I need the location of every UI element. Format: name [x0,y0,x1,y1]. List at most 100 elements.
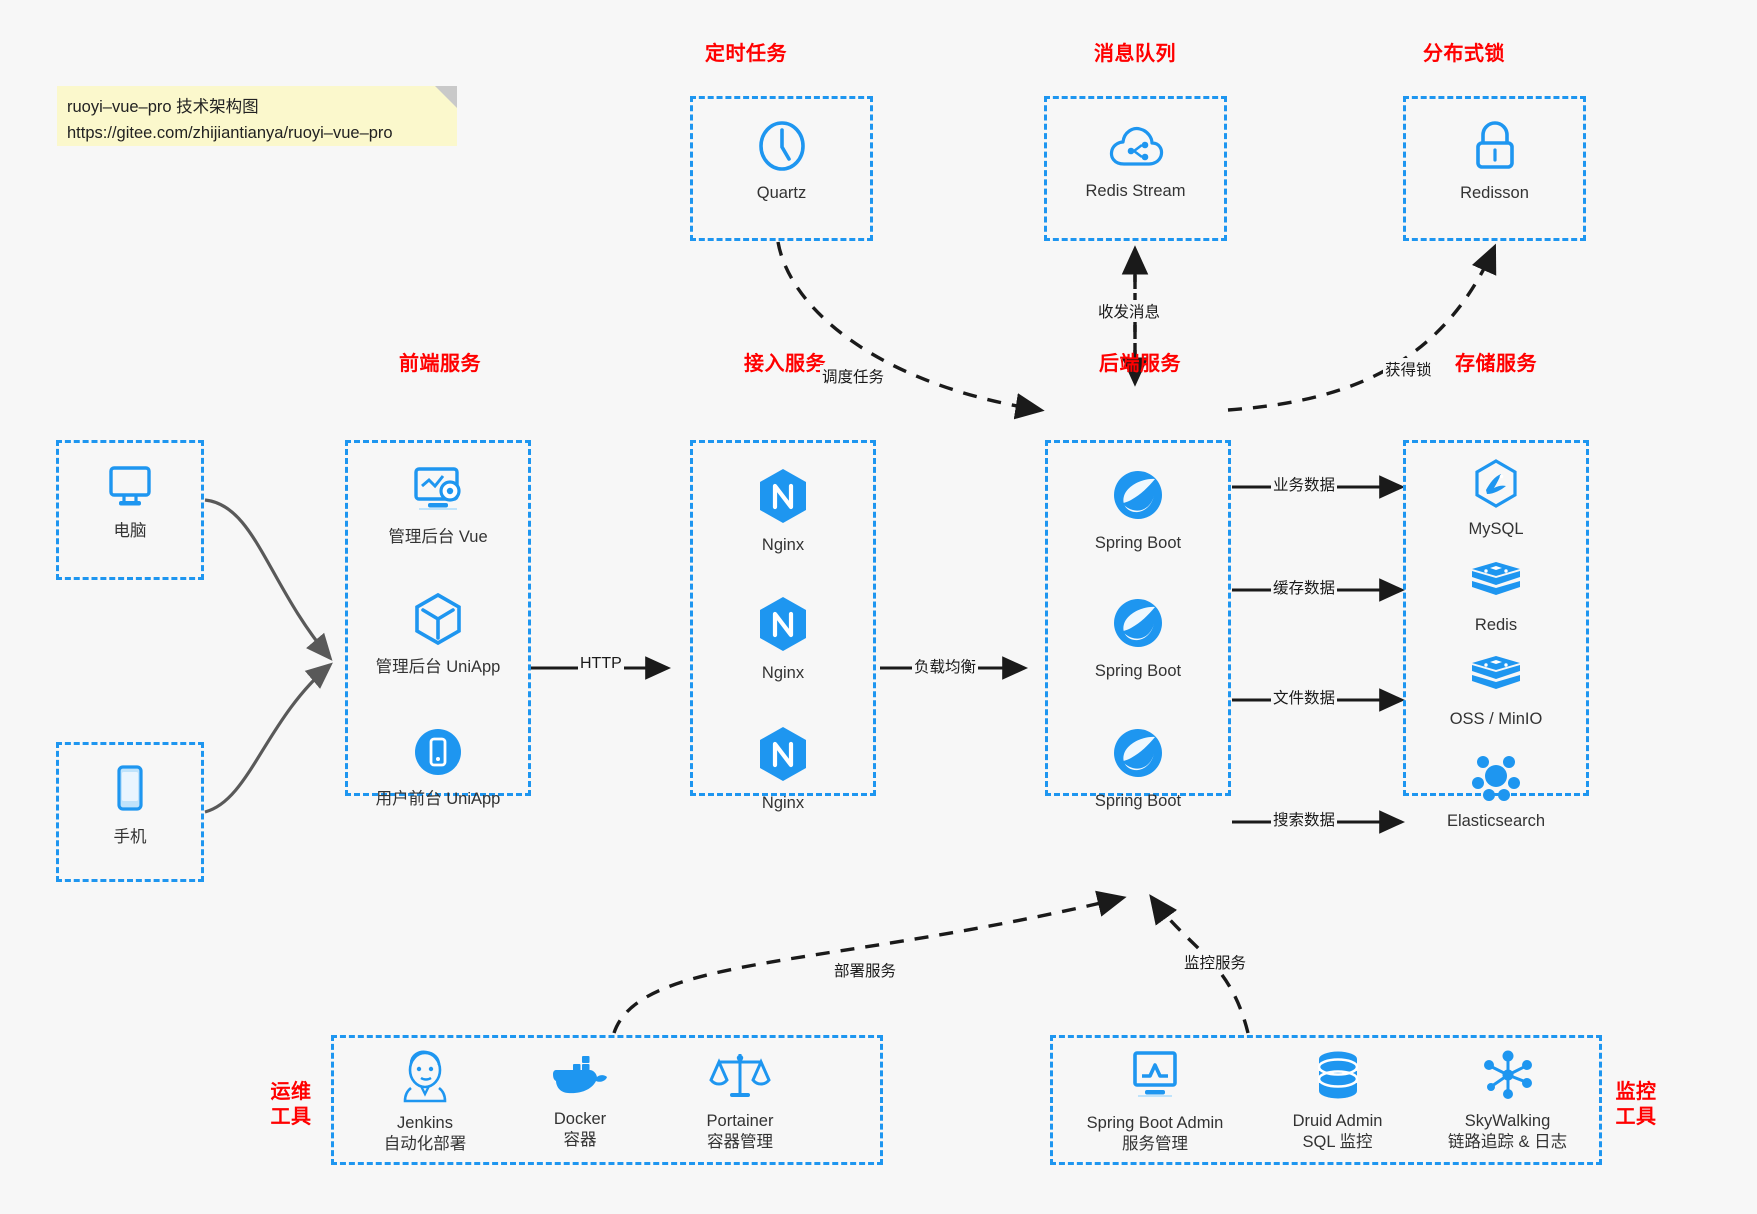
clock-icon [754,118,810,179]
node-label: Redis Stream [1085,182,1186,200]
group-box-client-mobile [56,742,204,882]
network-nodes-icon [1479,1048,1537,1107]
node-elasticsearch[interactable]: Elasticsearch [1403,752,1589,832]
edge-label-monitor-service: 监控服务 [1182,951,1249,973]
node-label: Quartz [756,184,807,202]
node-springboot-1[interactable]: Spring Boot [1045,466,1231,554]
node-label: Spring Boot [1094,534,1182,552]
cloud-stream-icon [1107,122,1165,177]
node-label: 手机 [113,828,147,846]
node-label: Redisson [1460,184,1529,202]
node-nginx-3[interactable]: Nginx [690,724,876,814]
spring-icon [1109,594,1167,657]
group-title-frontend: 前端服务 [399,353,481,375]
node-quartz[interactable]: Quartz [690,118,873,204]
database-icon [1311,1048,1365,1107]
architecture-note: ruoyi–vue–pro 技术架构图 https://gitee.com/zh… [57,86,457,146]
mobile-icon [106,762,154,823]
node-mobile[interactable]: 手机 [56,762,204,848]
dashboard-icon [407,462,469,523]
nginx-icon [755,594,811,659]
node-user-uniapp[interactable]: 用户前台 UniApp [345,724,531,810]
node-label: OSS / MinIO [1449,710,1543,728]
node-springboot-2[interactable]: Spring Boot [1045,594,1231,682]
lock-icon [1468,118,1522,179]
node-nginx-2[interactable]: Nginx [690,594,876,684]
node-label: Jenkins 自动化部署 [383,1114,467,1154]
node-label: Nginx [761,536,805,554]
edge-label-message: 收发消息 [1096,300,1163,322]
node-label: 用户前台 UniApp [375,790,501,808]
node-admin-uniapp[interactable]: 管理后台 UniApp [345,590,531,678]
node-label: Spring Boot Admin 服务管理 [1086,1114,1224,1154]
group-box-storage [1403,440,1589,796]
group-box-scheduler [690,96,873,241]
group-title-storage: 存储服务 [1455,353,1537,375]
node-redisson[interactable]: Redisson [1403,118,1586,204]
edge-label-schedule-task: 调度任务 [820,365,887,387]
node-label: Nginx [761,664,805,682]
node-label: Elasticsearch [1446,812,1546,830]
group-title-mq: 消息队列 [1094,43,1176,65]
node-label: Portainer 容器管理 [706,1112,774,1152]
group-box-backend [1045,440,1231,796]
scales-icon [709,1048,771,1107]
group-title-gateway: 接入服务 [744,353,826,375]
node-skywalking[interactable]: SkyWalking 链路追踪 & 日志 [1420,1048,1595,1154]
oss-icon [1468,652,1524,705]
group-box-gateway [690,440,876,796]
node-label: Druid Admin SQL 监控 [1292,1112,1383,1152]
jenkins-icon [395,1048,455,1109]
edge-label-acquire-lock: 获得锁 [1383,358,1434,380]
node-label: Spring Boot [1094,662,1182,680]
edge-label-http: HTTP [578,655,624,673]
node-label: 管理后台 UniApp [375,658,501,676]
edge-label-deploy-service: 部署服务 [832,959,899,981]
group-title-devops: 运维 工具 [270,1081,312,1128]
node-oss-minio[interactable]: OSS / MinIO [1403,652,1589,730]
node-redis[interactable]: Redis [1403,558,1589,636]
monitor-chart-icon [1125,1048,1185,1109]
node-desktop[interactable]: 电脑 [56,460,204,542]
app-icon [410,724,466,785]
group-box-devops [331,1035,883,1165]
node-label: 电脑 [113,522,147,540]
node-label: Spring Boot [1094,792,1182,810]
node-label: MySQL [1468,520,1524,538]
redis-icon [1468,558,1524,611]
group-box-mq [1044,96,1227,241]
node-jenkins[interactable]: Jenkins 自动化部署 [345,1048,505,1156]
edge-label-cache-data: 缓存数据 [1271,576,1338,598]
edge-label-business-data: 业务数据 [1271,473,1338,495]
node-spring-boot-admin[interactable]: Spring Boot Admin 服务管理 [1060,1048,1250,1156]
docker-icon [548,1052,612,1105]
group-box-lock [1403,96,1586,241]
nginx-icon [755,466,811,531]
node-mysql[interactable]: MySQL [1403,458,1589,540]
note-text: ruoyi–vue–pro 技术架构图 https://gitee.com/zh… [67,98,393,142]
node-label: SkyWalking 链路追踪 & 日志 [1447,1112,1568,1152]
elasticsearch-icon [1469,752,1523,807]
spring-icon [1109,466,1167,529]
node-druid-admin[interactable]: Druid Admin SQL 监控 [1250,1048,1425,1154]
nginx-icon [755,724,811,789]
node-nginx-1[interactable]: Nginx [690,466,876,556]
group-title-scheduler: 定时任务 [705,43,787,65]
mysql-icon [1470,458,1522,515]
desktop-icon [102,460,158,517]
edge-label-file-data: 文件数据 [1271,686,1338,708]
node-portainer[interactable]: Portainer 容器管理 [660,1048,820,1154]
node-redis-stream[interactable]: Redis Stream [1044,122,1227,202]
edge-label-load-balance: 负载均衡 [912,655,979,677]
node-label: Docker 容器 [553,1110,607,1150]
note-fold-corner [435,86,457,108]
node-label: Nginx [761,794,805,812]
edge-label-search-data: 搜索数据 [1271,808,1338,830]
spring-icon [1109,724,1167,787]
node-docker[interactable]: Docker 容器 [500,1052,660,1152]
node-admin-vue[interactable]: 管理后台 Vue [345,462,531,548]
group-box-client-desktop [56,440,204,580]
group-title-monitor: 监控 工具 [1615,1081,1657,1128]
node-springboot-3[interactable]: Spring Boot [1045,724,1231,812]
